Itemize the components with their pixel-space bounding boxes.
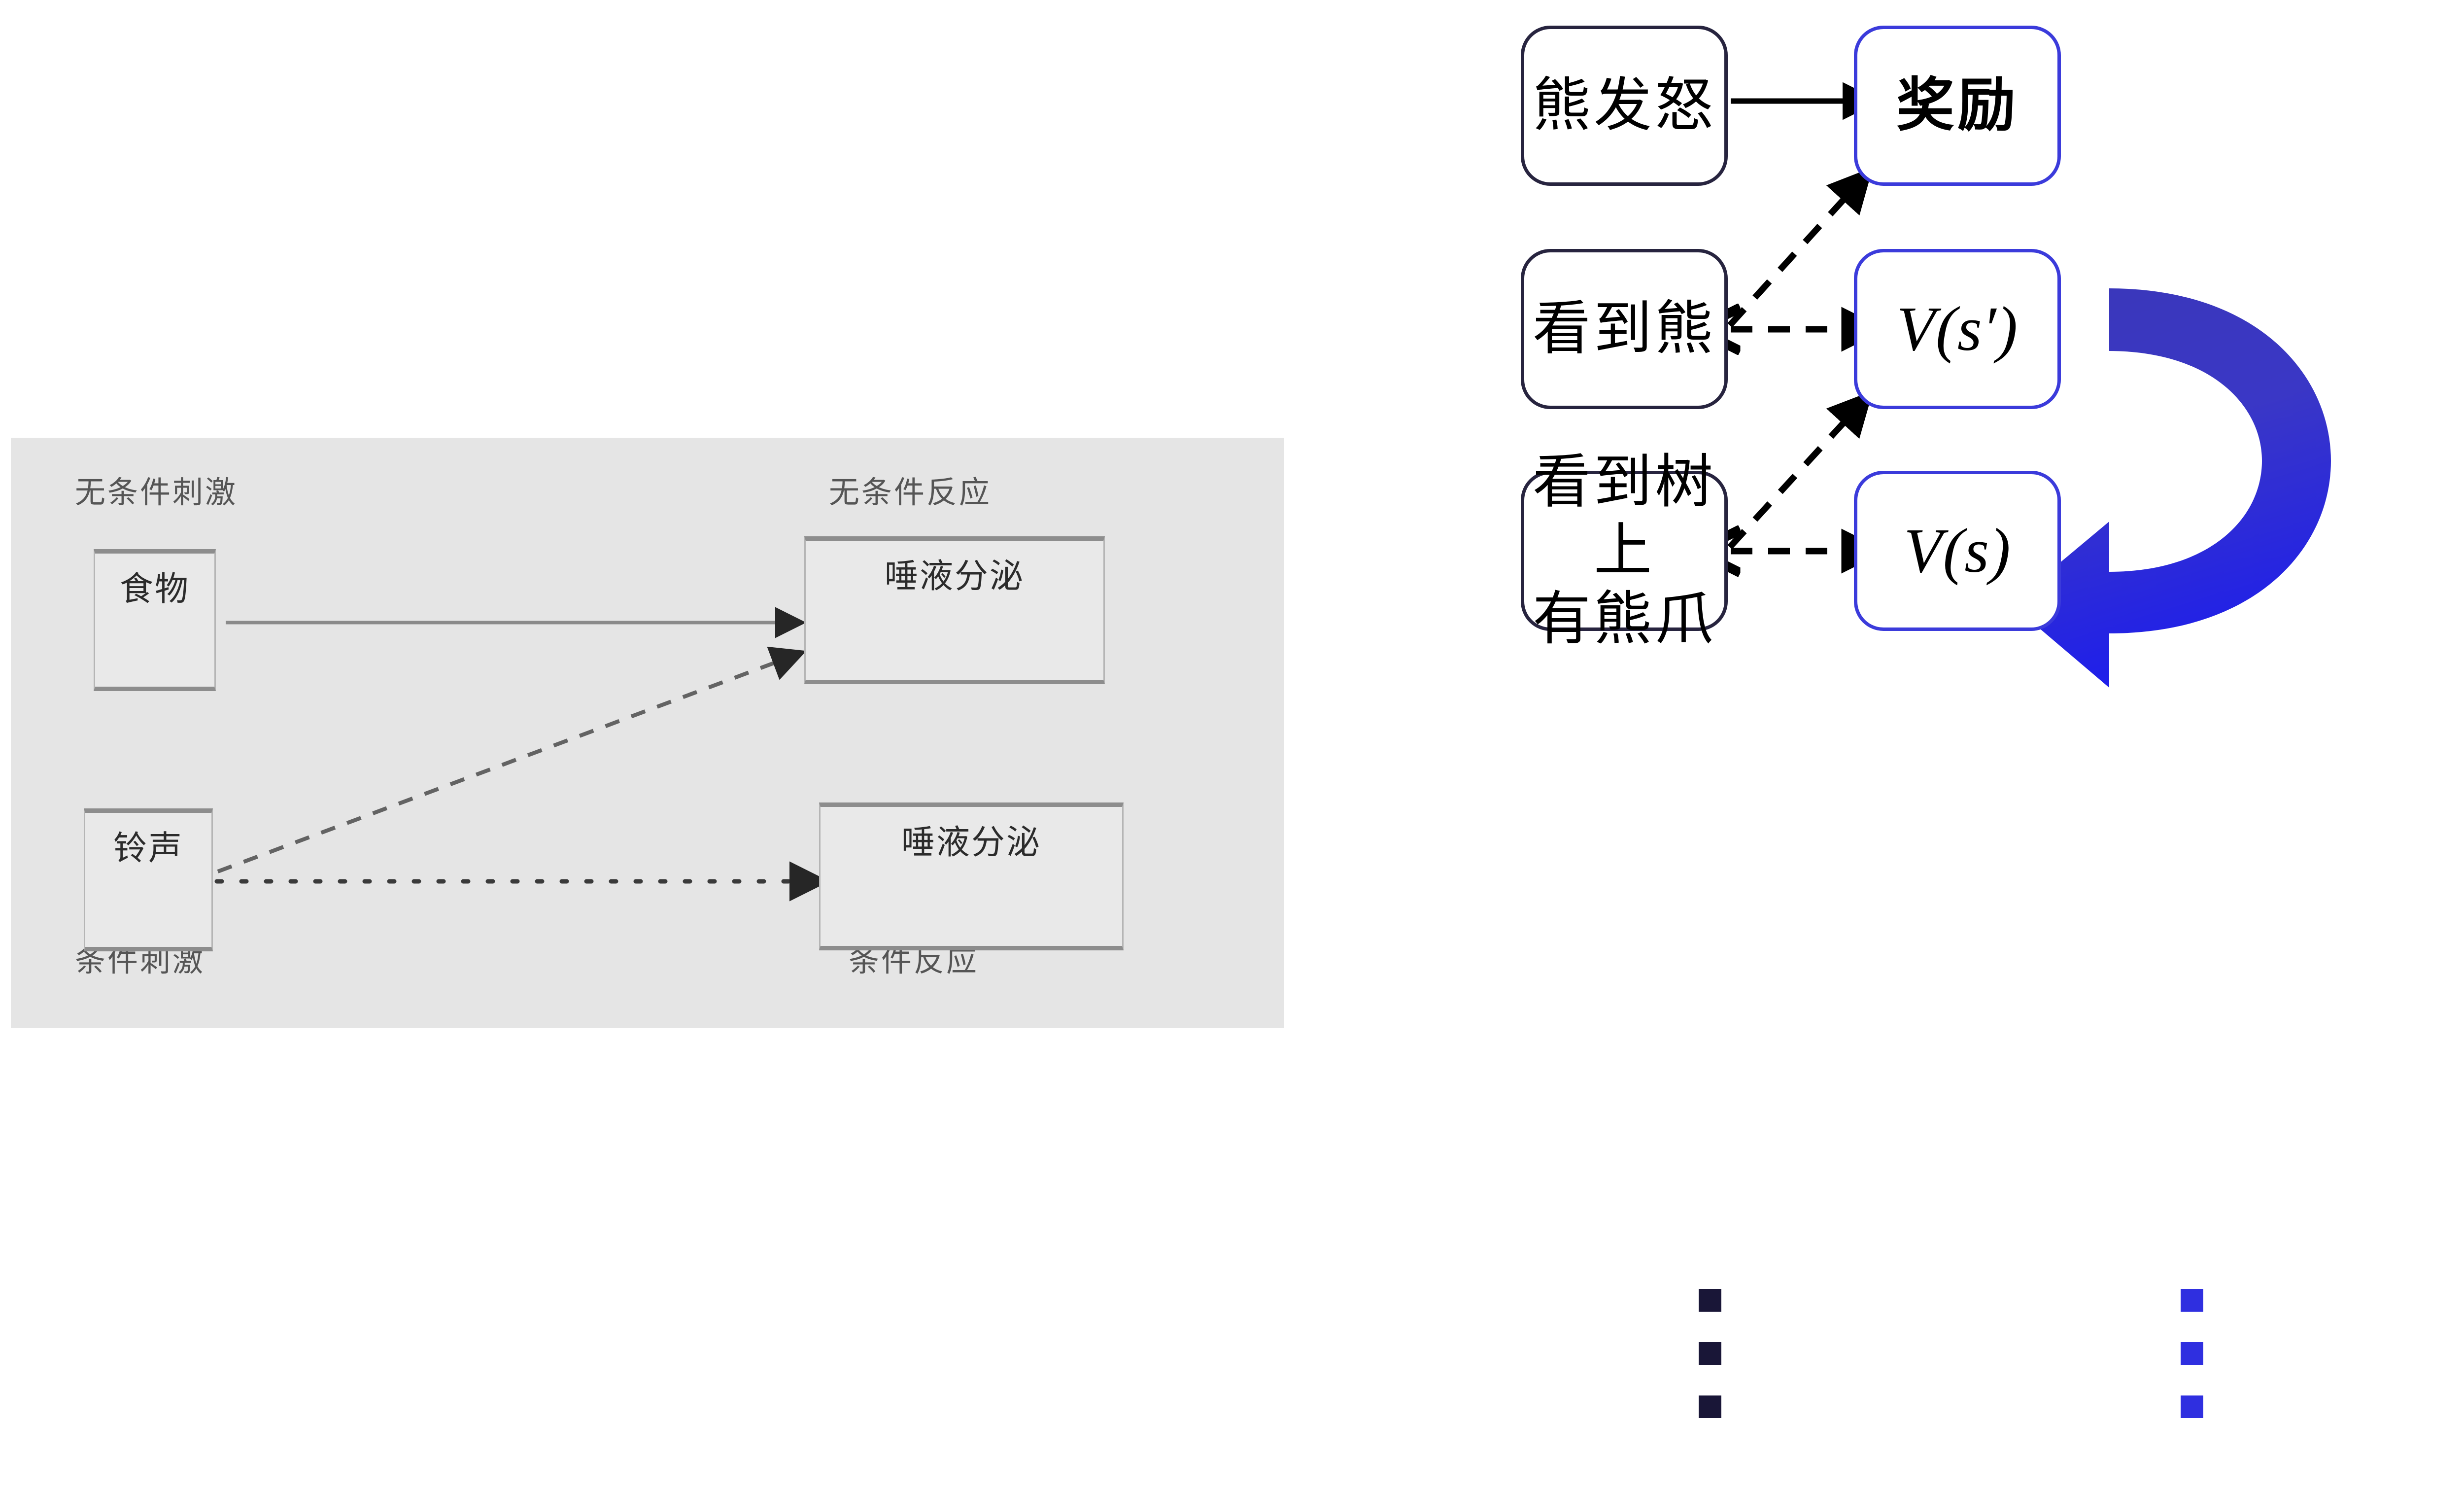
pavlov-box-salivation-top: 唾液分泌 [804,536,1105,684]
label-unconditioned-response: 无条件反应 [829,476,992,510]
rl-box-see-claw: 看到树上 有熊爪 [1521,450,1728,652]
rl-box-v-s: V(s) [1854,471,2061,631]
value-backup-loop-arrow [2011,288,2331,688]
rl-box-see-bear: 看到熊 [1521,249,1728,409]
pavlov-arrows-layer [214,607,829,902]
pavlov-box-salivation-bottom-label: 唾液分泌 [901,824,1041,861]
rl-box-reward-label: 奖励 [1896,72,2019,138]
rl-arrows-layer [1429,82,2331,688]
continuation-dot [1699,1342,1721,1365]
label-unconditioned-stimulus: 无条件刺激 [75,476,238,510]
pavlov-box-food: 食物 [94,549,216,691]
rl-box-bear-angry: 熊发怒 [1521,26,1728,186]
rl-box-reward: 奖励 [1854,26,2061,186]
pavlov-box-bell-label: 铃声 [113,830,183,867]
arrow-see-claw-to-v-s-prime [1727,390,1873,550]
rl-box-see-bear-label: 看到熊 [1532,296,1716,361]
rl-box-bear-angry-label: 熊发怒 [1532,72,1716,138]
arrow-bell-to-upper-salivation [217,646,807,873]
pavlov-conditioning-panel: 无条件刺激 无条件反应 条件刺激 条件反应 食物 铃声 唾液分泌 唾液分泌 [11,438,1284,1028]
pavlov-box-salivation-top-label: 唾液分泌 [884,558,1025,595]
continuation-dot [2181,1289,2203,1312]
td-learning-panel: 熊发怒 看到熊 看到树上 有熊爪 奖励 V(s′) V(s) [1429,0,2464,1499]
pavlov-box-salivation-bottom: 唾液分泌 [819,802,1124,950]
continuation-dot [2181,1395,2203,1418]
continuation-dot [1699,1289,1721,1312]
continuation-dots-right [2181,1289,2203,1449]
pavlov-box-food-label: 食物 [119,570,190,608]
rl-box-see-claw-label: 看到树上 有熊爪 [1532,449,1716,652]
arrow-see-bear-to-reward [1727,167,1873,328]
continuation-dot [2181,1342,2203,1365]
rl-box-v-s-prime-label: V(s′) [1896,294,2019,364]
continuation-dots-left [1699,1289,1721,1449]
rl-box-v-s-prime: V(s′) [1854,249,2061,409]
continuation-dot [1699,1395,1721,1418]
pavlov-box-bell: 铃声 [84,808,213,951]
rl-box-v-s-label: V(s) [1904,516,2011,586]
